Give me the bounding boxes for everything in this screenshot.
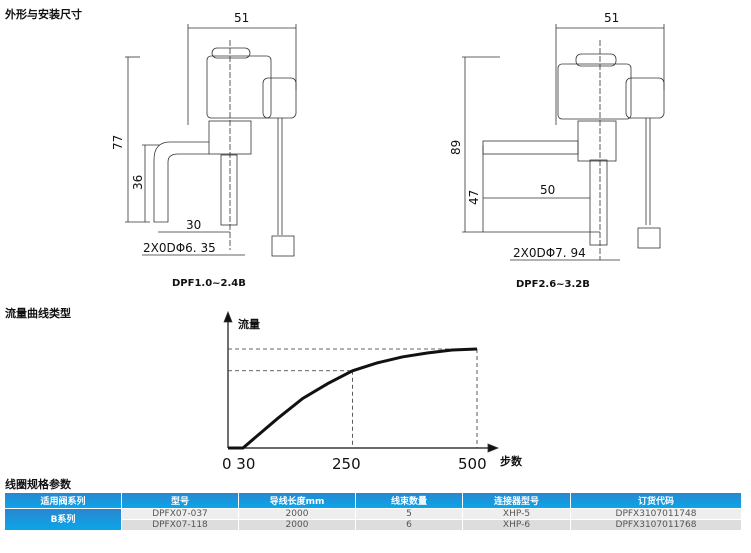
- x-axis-label: 步数: [500, 454, 523, 468]
- x-axis-arrow: [487, 443, 500, 453]
- flow-curve-title: 流量曲线类型: [5, 307, 71, 320]
- series-cell: B系列: [5, 509, 121, 530]
- d1-pipe-spacing: 30: [186, 218, 201, 232]
- cell: 5: [356, 509, 462, 519]
- cell: 2000: [239, 520, 355, 530]
- x-tick-500: 500: [458, 455, 487, 473]
- d2-model: DPF2.6~3.2B: [516, 279, 590, 290]
- x-tick-250: 250: [332, 455, 361, 473]
- valve-drawings: 51 77 36 30 2X0DΦ6. 35 DPF1.0~2.4B 51 89…: [111, 11, 665, 473]
- d2-pipe-od: 2X0DΦ7. 94: [513, 246, 586, 260]
- col-series: 适用阀系列: [5, 493, 121, 508]
- cell: 2000: [239, 509, 355, 519]
- d1-height: 77: [111, 135, 125, 150]
- cell: DPFX3107011768: [571, 520, 741, 530]
- cell: DPFX07-118: [122, 520, 238, 530]
- col-order-code: 订货代码: [571, 493, 741, 508]
- d1-width: 51: [234, 11, 249, 25]
- d1-pipe-height: 36: [131, 175, 145, 190]
- d2-pipe-length: 50: [540, 183, 555, 197]
- cell: 6: [356, 520, 462, 530]
- d2-pipe-height: 47: [467, 190, 481, 205]
- table-header: 适用阀系列 型号 导线长度mm 线束数量 连接器型号 订货代码: [5, 493, 741, 508]
- x-tick-0: 0 30: [222, 455, 255, 473]
- col-connector: 连接器型号: [463, 493, 570, 508]
- d2-height: 89: [449, 140, 463, 155]
- coil-spec-title: 线圈规格参数: [5, 478, 71, 491]
- d2-width: 51: [604, 11, 619, 25]
- y-axis-arrow: [223, 310, 233, 323]
- y-axis-label: 流量: [238, 317, 260, 331]
- col-model: 型号: [122, 493, 238, 508]
- drawing-dpf-small: 51 77 36 30 2X0DΦ6. 35 DPF1.0~2.4B: [111, 11, 297, 289]
- cell: XHP-6: [463, 520, 570, 530]
- coil-spec-table: 适用阀系列 型号 导线长度mm 线束数量 连接器型号 订货代码 B系列 DPFX…: [4, 492, 742, 531]
- d1-pipe-od: 2X0DΦ6. 35: [143, 241, 216, 255]
- d1-model: DPF1.0~2.4B: [172, 278, 246, 289]
- flow-curve-line: [228, 347, 478, 450]
- col-wire-count: 线束数量: [356, 493, 462, 508]
- table-row: DPFX07-118 2000 6 XHP-6 DPFX3107011768: [5, 520, 741, 530]
- table-row: B系列 DPFX07-037 2000 5 XHP-5 DPFX31070117…: [5, 509, 741, 530]
- dimensions-title: 外形与安装尺寸: [5, 8, 82, 21]
- flow-chart: 流量 步数 0 30 250 500: [222, 310, 523, 473]
- cell: DPFX3107011748: [571, 509, 741, 519]
- drawing-dpf-large: 51 89 47 50 2X0DΦ7. 94 DPF2.6~3.2B: [449, 11, 665, 290]
- cell: DPFX07-037: [122, 509, 238, 519]
- col-wire-length: 导线长度mm: [239, 493, 355, 508]
- cell: XHP-5: [463, 509, 570, 519]
